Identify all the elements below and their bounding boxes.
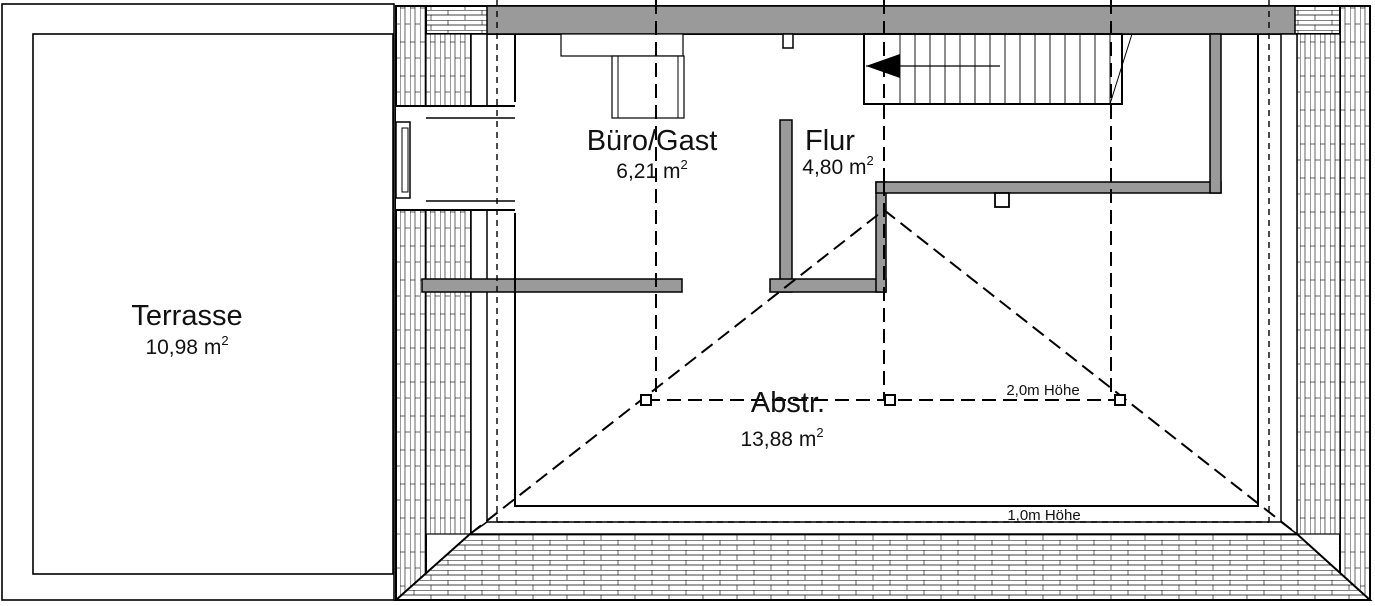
buero-name: Büro/Gast — [587, 125, 718, 157]
flur-area: 4,80 m2 — [802, 153, 873, 179]
terrace — [1, 3, 395, 601]
terrasse-area: 10,98 m2 — [145, 333, 228, 359]
dashed-diagonal-left — [469, 209, 885, 535]
marker-right — [1114, 394, 1126, 406]
fine-dashed-lines — [496, 0, 1270, 523]
stair-outline — [863, 33, 1123, 105]
terrace-door-opening — [396, 106, 516, 210]
built-in-furniture — [560, 33, 685, 119]
abstr-area: 13,88 m2 — [740, 425, 823, 451]
knee-wall-line-lower — [514, 34, 1259, 507]
buero-area: 6,21 m2 — [616, 157, 687, 183]
right-wall — [1339, 5, 1371, 601]
staircase — [863, 33, 1133, 105]
top-wall-inner-band — [486, 5, 1296, 35]
stair-wall-east — [1209, 33, 1222, 194]
height-label-2m: 2,0m Höhe — [1006, 382, 1079, 399]
terrace-inner-outline — [32, 33, 394, 575]
interior-walls — [421, 33, 1259, 507]
door-frame-inner — [401, 127, 409, 193]
right-wall-core — [1280, 33, 1298, 535]
terrace-door — [395, 105, 516, 211]
height-markers — [640, 394, 1126, 406]
flur-name: Flur — [805, 125, 855, 157]
wall-stub-top — [782, 33, 794, 49]
stair-end-diagonal — [1109, 33, 1133, 105]
dashed-diagonal-right — [883, 209, 1298, 535]
right-wall-inner — [1296, 33, 1341, 535]
shelf — [560, 33, 684, 57]
abstr-name: Abstr. — [751, 387, 825, 419]
dashed-lines — [469, 0, 1298, 535]
partition-buero-south — [421, 278, 683, 293]
terrace-outer-outline — [1, 3, 395, 601]
window-well — [611, 55, 685, 119]
stair-wall-south — [875, 181, 1222, 194]
partition-flur-west — [779, 119, 793, 293]
small-column — [994, 192, 1010, 208]
marker-center — [884, 394, 896, 406]
bottom-wall — [393, 533, 1373, 601]
terrasse-name: Terrasse — [131, 300, 242, 332]
marker-left — [640, 394, 652, 406]
height-label-1m: 1,0m Höhe — [1007, 507, 1080, 524]
bottom-wall-inner-band — [467, 521, 1300, 535]
left-wall — [395, 5, 427, 601]
room-labels: Terrasse 10,98 m2 Büro/Gast 6,21 m2 Flur… — [131, 125, 1080, 524]
